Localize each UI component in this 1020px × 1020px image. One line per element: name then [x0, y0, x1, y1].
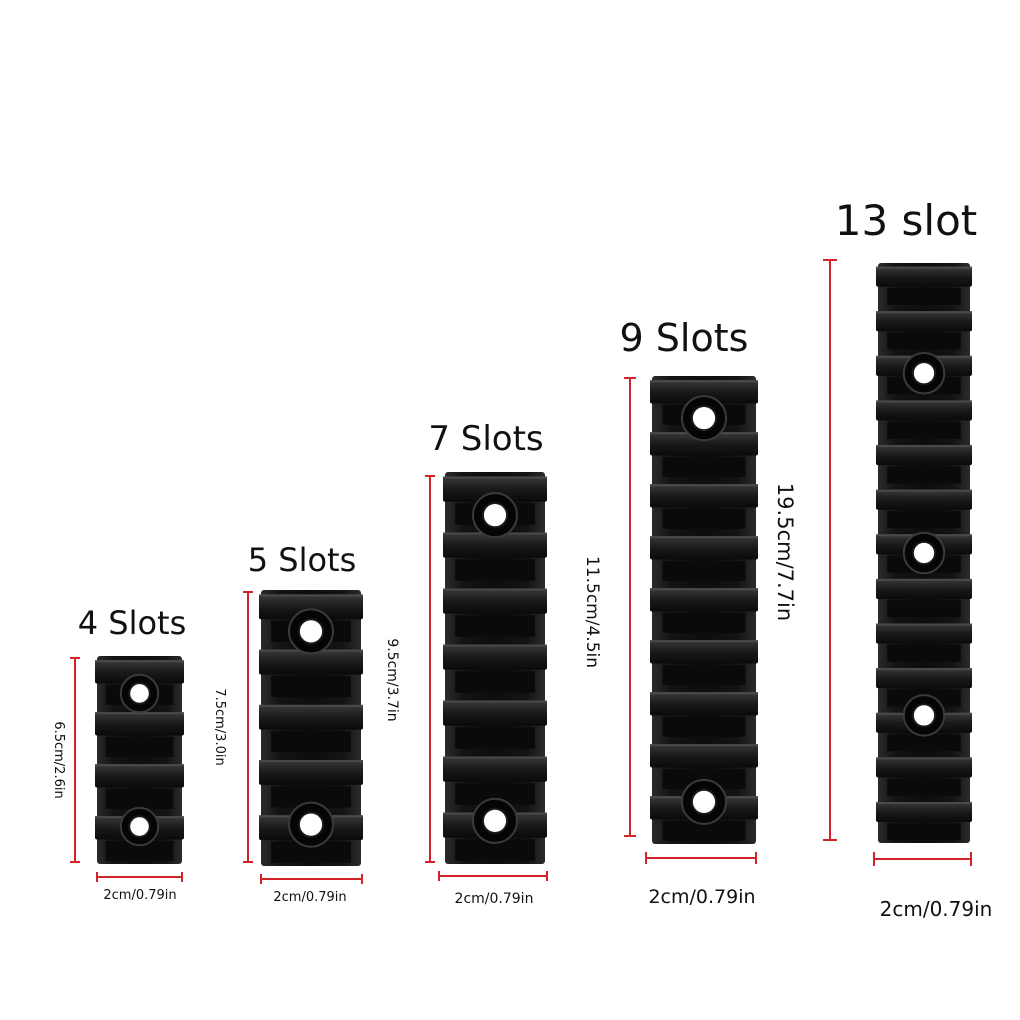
- rail-slot: [650, 588, 758, 633]
- width-ruler: [438, 871, 548, 881]
- rail-slot: [259, 649, 363, 698]
- rail-slot: [650, 692, 758, 737]
- rail-body: [259, 590, 363, 866]
- rail-body: [876, 263, 972, 843]
- rail-slot: [650, 640, 758, 685]
- rail-slot: [876, 266, 972, 305]
- mounting-hole: [119, 806, 160, 847]
- rail-slot: [443, 756, 547, 805]
- rail-slot: [876, 400, 972, 439]
- length-ruler: [823, 259, 837, 841]
- length-ruler: [624, 377, 636, 837]
- width-label: 2cm/0.79in: [103, 888, 176, 903]
- rail-slot: [876, 757, 972, 796]
- rail-slot: [876, 801, 972, 841]
- mounting-hole: [902, 694, 946, 737]
- rail-slot: [259, 704, 363, 753]
- rail-body: [443, 472, 547, 864]
- rail-body: [650, 376, 758, 844]
- width-ruler: [260, 874, 363, 884]
- rail-7-slots: 7 Slots 9.5cm/3.7in 2cm/0.79in: [384, 419, 548, 907]
- width-ruler: [873, 852, 972, 866]
- rail-slot: [443, 644, 547, 693]
- mounting-hole: [472, 492, 518, 539]
- rail-slot: [876, 445, 972, 484]
- width-label: 2cm/0.79in: [648, 886, 755, 908]
- length-ruler: [243, 591, 253, 863]
- rail-9-slots: 9 Slots 11.5cm/4.5in 2cm/0.79in: [582, 316, 758, 908]
- rail-title: 9 Slots: [620, 316, 749, 360]
- length-label: 9.5cm/3.7in: [384, 638, 400, 721]
- width-label: 2cm/0.79in: [455, 891, 534, 907]
- mounting-hole: [472, 797, 518, 844]
- width-label: 2cm/0.79in: [880, 897, 993, 921]
- mounting-hole: [902, 531, 946, 575]
- rail-slot: [650, 536, 758, 581]
- rail-slot: [259, 760, 363, 808]
- length-label: 7.5cm/3.0in: [212, 688, 227, 765]
- mounting-hole: [681, 778, 727, 825]
- rail-slot: [876, 623, 972, 662]
- mounting-hole: [288, 801, 334, 848]
- width-label: 2cm/0.79in: [273, 890, 346, 905]
- rail-slot: [95, 764, 184, 809]
- rail-13-slot: 13 slot 19.5cm/7.7in 2cm/0.79in: [773, 196, 992, 921]
- rail-5-slots: 5 Slots 7.5cm/3.0in 2cm/0.79in: [212, 541, 363, 905]
- rail-slot: [443, 588, 547, 637]
- rail-title: 4 Slots: [78, 604, 187, 642]
- width-ruler: [96, 872, 183, 882]
- mounting-hole: [681, 395, 727, 442]
- length-label: 11.5cm/4.5in: [582, 556, 602, 668]
- rail-slot: [876, 489, 972, 529]
- mounting-hole: [119, 673, 160, 714]
- rail-slot: [876, 311, 972, 350]
- mounting-hole: [288, 608, 334, 655]
- length-label: 6.5cm/2.6in: [51, 721, 66, 798]
- width-ruler: [645, 852, 757, 864]
- rail-slot: [443, 700, 547, 749]
- rail-slot: [876, 578, 972, 618]
- rail-title: 5 Slots: [248, 541, 357, 579]
- rail-bar: [97, 656, 182, 864]
- rail-4-slots: 4 Slots 6.5cm/2.6in 2cm/0.79in: [51, 604, 186, 903]
- rail-title: 13 slot: [835, 196, 978, 245]
- length-label: 19.5cm/7.7in: [773, 483, 797, 621]
- length-ruler: [70, 657, 80, 863]
- rail-slot: [443, 532, 547, 581]
- rail-slot: [650, 484, 758, 529]
- mounting-hole: [902, 351, 946, 395]
- rail-body: [95, 656, 184, 864]
- rail-slot: [95, 712, 184, 757]
- rail-title: 7 Slots: [428, 419, 543, 459]
- length-ruler: [425, 475, 435, 863]
